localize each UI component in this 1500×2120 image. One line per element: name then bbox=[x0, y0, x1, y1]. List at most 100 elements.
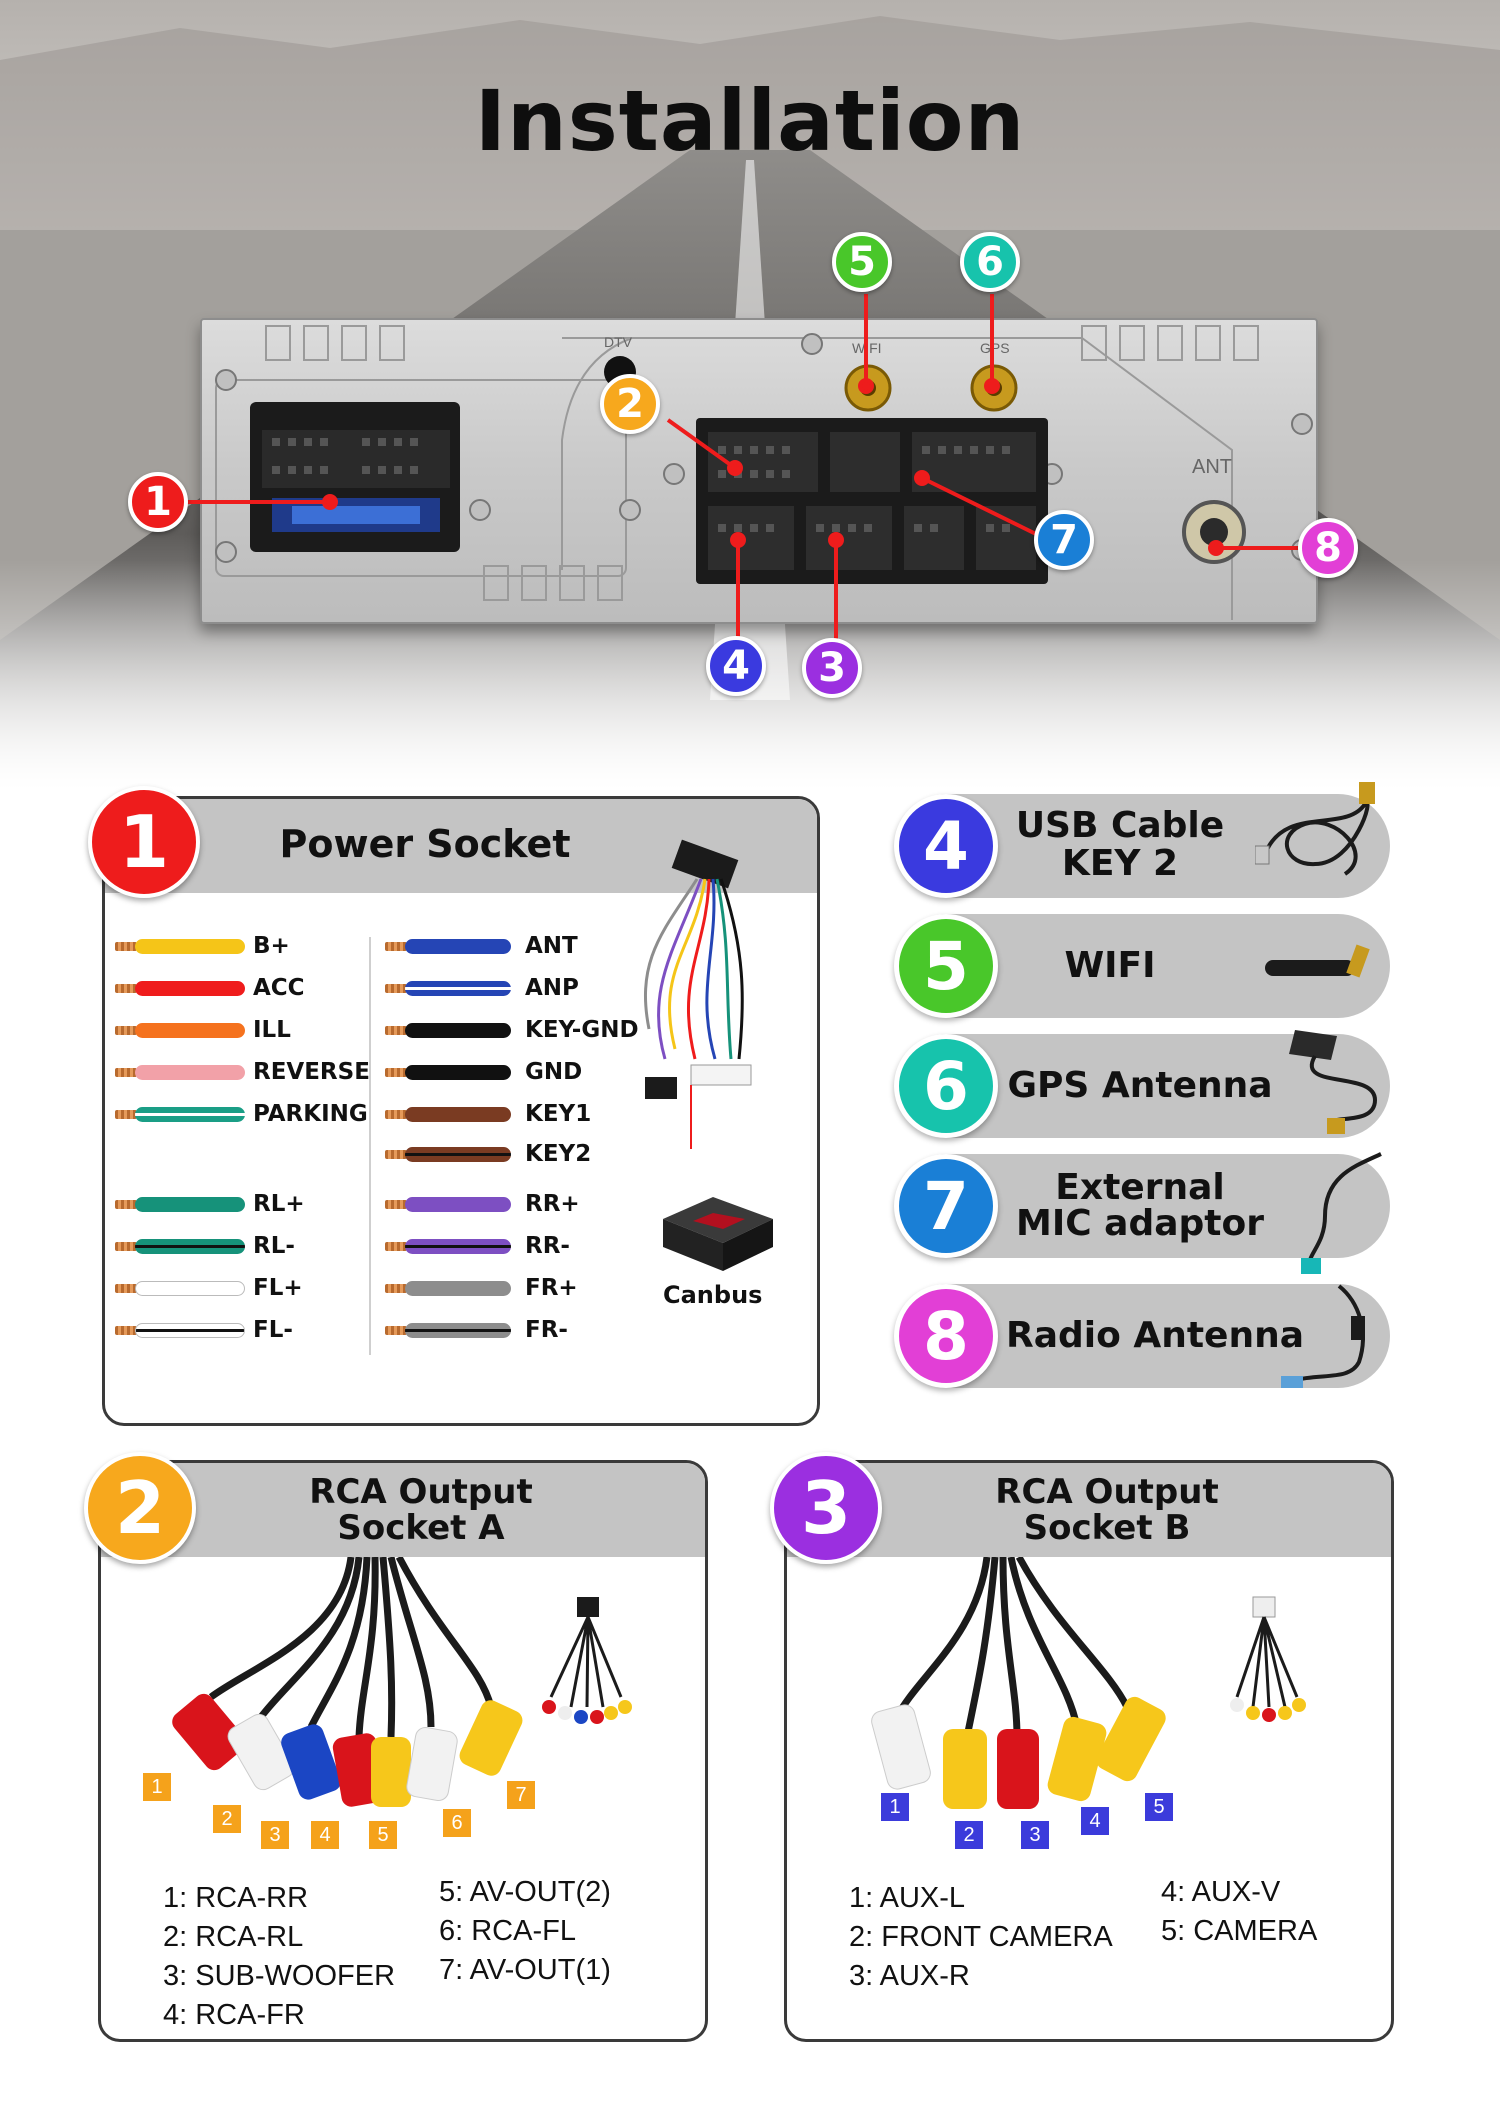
wire-fl- bbox=[135, 1281, 245, 1296]
gps-label: GPS bbox=[980, 340, 1010, 356]
callout-5: 5 bbox=[832, 232, 892, 292]
wire-divider bbox=[369, 937, 371, 1355]
usb-cable-label-2: KEY 2 bbox=[1061, 843, 1179, 884]
gps-antenna-number: 6 bbox=[894, 1034, 998, 1138]
wire-copper-tip bbox=[115, 1110, 137, 1119]
canbus-box-image bbox=[663, 1197, 773, 1271]
radio-antenna-number: 8 bbox=[894, 1284, 998, 1388]
rca-a-legend-item: 3: SUB-WOOFER bbox=[163, 1960, 396, 1992]
wire-parking bbox=[135, 1107, 245, 1122]
wire-fr- bbox=[405, 1323, 511, 1338]
rca-a-plug-7: 7 bbox=[507, 1781, 535, 1809]
wire-label: KEY-GND bbox=[525, 1017, 639, 1043]
wire-key-gnd bbox=[405, 1023, 511, 1038]
wire-label: RR- bbox=[525, 1233, 570, 1259]
rca-b-legend-left: 1: AUX-L 2: FRONT CAMERA 3: AUX-R bbox=[849, 1879, 1113, 1996]
wire-label: KEY2 bbox=[525, 1141, 592, 1167]
ant-label: ANT bbox=[1192, 456, 1232, 478]
wire-copper-tip bbox=[115, 942, 137, 951]
rca-b-plug-3: 3 bbox=[1021, 1821, 1049, 1849]
wire-copper-tip bbox=[115, 1284, 137, 1293]
callout-1: 1 bbox=[128, 472, 188, 532]
wire-label: FL- bbox=[253, 1317, 293, 1343]
wire-label: GND bbox=[525, 1059, 583, 1085]
callout-8: 8 bbox=[1298, 518, 1358, 578]
wire-label: RR+ bbox=[525, 1191, 580, 1217]
wire-label: ACC bbox=[253, 975, 305, 1001]
wire-label: FL+ bbox=[253, 1275, 303, 1301]
mic-adaptor-icon bbox=[1301, 1152, 1382, 1274]
usb-cable-icon bbox=[1255, 782, 1375, 876]
mic-adaptor-label-2: MIC adaptor bbox=[1016, 1203, 1264, 1244]
rca-a-plug-3: 3 bbox=[261, 1821, 289, 1849]
rca-a-plug-5: 5 bbox=[369, 1821, 397, 1849]
rca-a-legend-left: 1: RCA-RR 2: RCA-RL 3: SUB-WOOFER 4: RCA… bbox=[163, 1879, 395, 2035]
wire-ant bbox=[405, 939, 511, 954]
callout-2: 2 bbox=[600, 374, 660, 434]
wifi-number: 5 bbox=[894, 914, 998, 1018]
rca-a-legend-item: 6: RCA-FL bbox=[439, 1915, 576, 1947]
mic-adaptor-label-1: External bbox=[1055, 1167, 1225, 1208]
rca-a-plug-6: 6 bbox=[443, 1809, 471, 1837]
wifi-label: WIFI bbox=[1064, 945, 1156, 986]
power-socket-number: 1 bbox=[88, 786, 200, 898]
wire-fl- bbox=[135, 1323, 245, 1338]
rca-b-legend-item: 2: FRONT CAMERA bbox=[849, 1921, 1113, 1953]
wire-copper-tip bbox=[385, 1068, 407, 1077]
usb-cable-number: 4 bbox=[894, 794, 998, 898]
wire-label: REVERSE bbox=[253, 1059, 370, 1085]
wire-copper-tip bbox=[385, 1150, 407, 1159]
callout-3: 3 bbox=[802, 638, 862, 698]
gps-antenna-label: GPS Antenna bbox=[1007, 1065, 1273, 1106]
wire-label: RL- bbox=[253, 1233, 295, 1259]
wire-copper-tip bbox=[115, 1026, 137, 1035]
wire-copper-tip bbox=[385, 1200, 407, 1209]
wire-copper-tip bbox=[115, 1068, 137, 1077]
rca-b-header bbox=[787, 1463, 1391, 1557]
wire-rl- bbox=[135, 1197, 245, 1212]
rca-a-cable-image bbox=[172, 1557, 632, 1807]
wire-copper-tip bbox=[115, 1326, 137, 1335]
wire-copper-tip bbox=[385, 1026, 407, 1035]
wire-copper-tip bbox=[385, 1242, 407, 1251]
rca-b-plug-5: 5 bbox=[1145, 1793, 1173, 1821]
wire-label: ANP bbox=[525, 975, 579, 1001]
wire-copper-tip bbox=[385, 942, 407, 951]
rca-socket-b-card: RCA Output Socket B 1 2 3 4 5 1: AUX-L 2… bbox=[784, 1460, 1394, 2042]
wire-key2 bbox=[405, 1147, 511, 1162]
wire-rl- bbox=[135, 1239, 245, 1254]
wire-gnd bbox=[405, 1065, 511, 1080]
rca-b-legend-item: 3: AUX-R bbox=[849, 1960, 970, 1992]
rca-a-number: 2 bbox=[84, 1452, 196, 1564]
wire-copper-tip bbox=[385, 1110, 407, 1119]
rca-a-header bbox=[101, 1463, 705, 1557]
usb-cable-label-1: USB Cable bbox=[1015, 805, 1225, 846]
rca-a-legend-item: 4: RCA-FR bbox=[163, 1999, 305, 2031]
rca-b-legend-right: 4: AUX-V 5: CAMERA bbox=[1161, 1873, 1317, 1951]
wire-reverse bbox=[135, 1065, 245, 1080]
wire-ill bbox=[135, 1023, 245, 1038]
rca-b-title-1: RCA Output bbox=[995, 1472, 1219, 1512]
rca-b-number: 3 bbox=[770, 1452, 882, 1564]
rca-b-title-2: Socket B bbox=[1023, 1508, 1191, 1548]
rca-socket-a-card: RCA Output Socket A 1 2 bbox=[98, 1460, 708, 2042]
callout-7: 7 bbox=[1034, 510, 1094, 570]
wire-label: ILL bbox=[253, 1017, 291, 1043]
wire-key1 bbox=[405, 1107, 511, 1122]
wifi-antenna-icon bbox=[1265, 944, 1370, 978]
rca-a-legend-item: 2: RCA-RL bbox=[163, 1921, 304, 1953]
rca-a-plug-4: 4 bbox=[311, 1821, 339, 1849]
wire-label: FR- bbox=[525, 1317, 568, 1343]
rca-a-legend-right: 5: AV-OUT(2) 6: RCA-FL 7: AV-OUT(1) bbox=[439, 1873, 611, 1990]
rca-a-legend-item: 5: AV-OUT(2) bbox=[439, 1876, 611, 1908]
wire-acc bbox=[135, 981, 245, 996]
wire-label: B+ bbox=[253, 933, 290, 959]
wire-b- bbox=[135, 939, 245, 954]
gps-antenna-icon bbox=[1289, 1030, 1378, 1134]
wire-label: RL+ bbox=[253, 1191, 305, 1217]
rca-b-legend-item: 5: CAMERA bbox=[1161, 1915, 1318, 1947]
rca-a-legend-item: 1: RCA-RR bbox=[163, 1882, 309, 1914]
rca-b-legend-item: 4: AUX-V bbox=[1161, 1876, 1281, 1908]
wire-anp bbox=[405, 981, 511, 996]
wire-copper-tip bbox=[115, 1242, 137, 1251]
